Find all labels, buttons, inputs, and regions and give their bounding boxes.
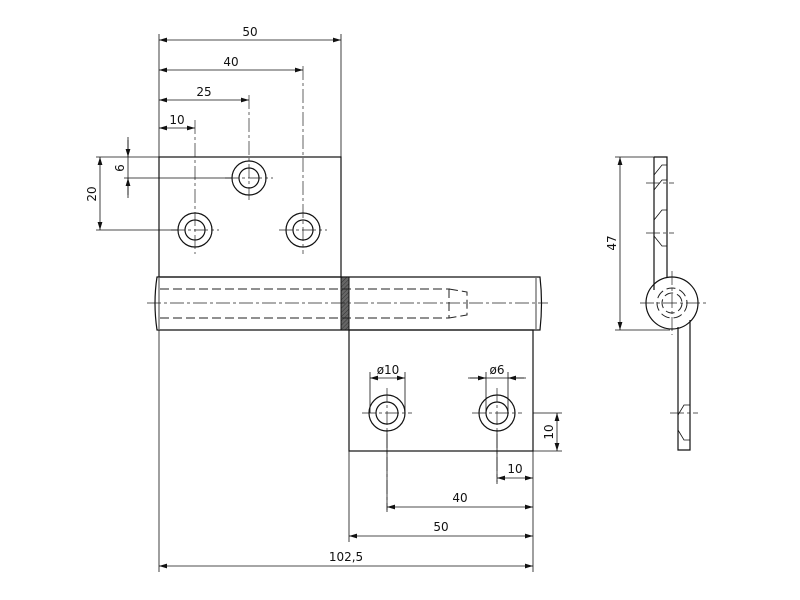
dim-overall: 102,5 <box>329 550 363 564</box>
pin-section <box>340 276 350 331</box>
dim-6: 6 <box>113 164 127 172</box>
dim-dia10: ø10 <box>377 363 400 377</box>
dim-40-bottom: 40 <box>452 491 467 505</box>
barrel <box>154 276 543 331</box>
dim-10-bottom: 10 <box>507 462 522 476</box>
side-upper-leaf <box>653 156 668 290</box>
dim-50-top: 50 <box>242 25 257 39</box>
side-view: 47 <box>605 156 706 451</box>
dim-20: 20 <box>85 186 99 201</box>
dim-47: 47 <box>605 235 619 250</box>
pin-hidden-line <box>160 288 450 319</box>
dim-dia6: ø6 <box>490 363 505 377</box>
front-view: 50 40 25 10 20 6 ø10 ø6 10 10 40 50 102,… <box>85 25 562 572</box>
dim-50-bottom: 50 <box>433 520 448 534</box>
dim-40-top: 40 <box>223 55 238 69</box>
dim-10-top: 10 <box>169 113 184 127</box>
dim-25: 25 <box>196 85 211 99</box>
dim-10-right: 10 <box>542 424 556 439</box>
lower-leaf <box>348 329 534 452</box>
side-lower-leaf <box>677 320 691 451</box>
